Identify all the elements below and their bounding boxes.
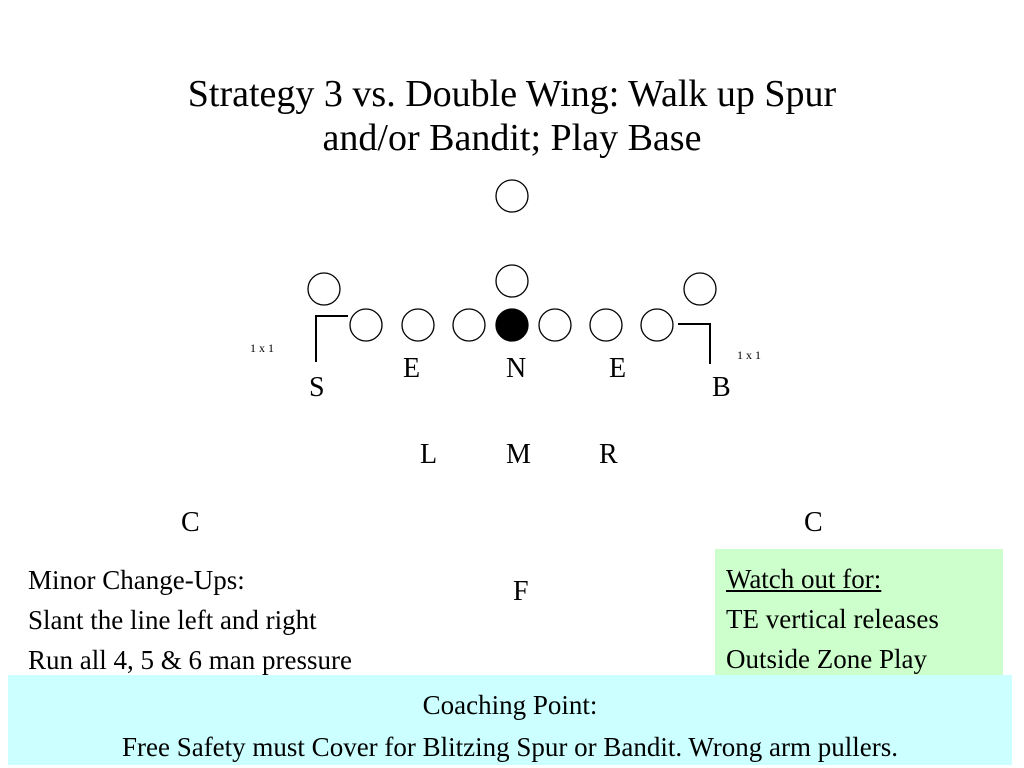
- offense-player-center: [495, 308, 529, 342]
- coaching-point-text: Free Safety must Cover for Blitzing Spur…: [121, 732, 899, 762]
- free-safety-label: F: [513, 576, 529, 607]
- bandit-alignment-bracket: [678, 323, 711, 364]
- alignment-note-left: 1 x 1: [250, 341, 274, 355]
- offense-player-deep-back: [495, 179, 529, 213]
- alignment-note-right: 1 x 1: [737, 348, 761, 362]
- offense-player-guard-left: [452, 308, 486, 342]
- offense-formation: [307, 179, 717, 342]
- title-line-2: and/or Bandit; Play Base: [322, 117, 702, 159]
- watch-out-box: Watch out for: TE vertical releases Outs…: [715, 549, 1003, 675]
- coaching-point-heading: Coaching Point:: [422, 690, 598, 720]
- linebacker-middle-label: M: [506, 439, 531, 470]
- minor-changeups-heading: Minor Change-Ups:: [28, 565, 245, 595]
- bandit-label: B: [712, 372, 731, 403]
- watch-out-item: TE vertical releases: [726, 604, 939, 634]
- end-left-label: E: [403, 353, 421, 384]
- minor-changeup-item: Run all 4, 5 & 6 man pressure: [28, 645, 352, 675]
- nose-label: N: [506, 353, 527, 384]
- corner-left-label: C: [181, 507, 200, 538]
- offense-player-wing-right: [683, 272, 717, 306]
- offense-player-tight-end-right: [640, 308, 674, 342]
- linebacker-left-label: L: [420, 439, 438, 470]
- spur-alignment-bracket: [315, 315, 348, 362]
- offense-player-guard-right: [538, 308, 572, 342]
- offense-player-tackle-left: [401, 308, 435, 342]
- minor-changeup-item: Slant the line left and right: [28, 605, 317, 635]
- offense-player-quarterback: [495, 264, 529, 298]
- watch-out-heading: Watch out for:: [726, 564, 882, 594]
- offense-player-wing-left: [307, 272, 341, 306]
- coaching-point-box: Coaching Point: Free Safety must Cover f…: [8, 675, 1012, 765]
- end-right-label: E: [609, 353, 627, 384]
- slide-title: Strategy 3 vs. Double Wing: Walk up Spur…: [62, 72, 962, 160]
- linebacker-right-label: R: [599, 439, 618, 470]
- watch-out-item: Outside Zone Play: [726, 644, 927, 674]
- offense-player-tight-end-left: [349, 308, 383, 342]
- offense-player-tackle-right: [589, 308, 623, 342]
- title-line-1: Strategy 3 vs. Double Wing: Walk up Spur: [187, 73, 837, 115]
- minor-changeups-box: Minor Change-Ups: Slant the line left an…: [28, 560, 468, 680]
- corner-right-label: C: [804, 507, 823, 538]
- spur-label: S: [309, 372, 325, 403]
